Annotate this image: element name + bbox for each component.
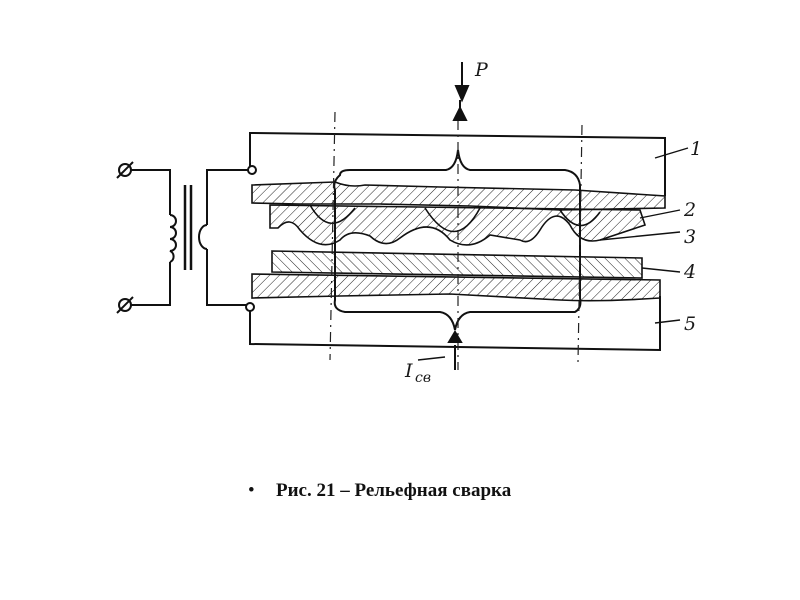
caption-bullet: • (248, 480, 255, 501)
lower-contact-layer (251, 273, 661, 302)
part-2-label: 2 (683, 199, 696, 221)
part-3-label: 3 (684, 226, 696, 248)
part-4-label: 4 (683, 261, 696, 283)
axis-lines (329, 111, 583, 370)
force-arrow (452, 62, 470, 121)
transformer (116, 161, 250, 314)
flat-sheet (271, 250, 643, 279)
caption-text: Рис. 21 – Рельефная сварка (276, 480, 512, 501)
current-label-subscript: св (415, 370, 431, 386)
current-arrow (447, 330, 463, 370)
part-leaders (599, 147, 689, 324)
current-label: I (404, 360, 413, 382)
part-1-label: 1 (690, 138, 702, 160)
figure-caption: • Рис. 21 – Рельефная сварка (248, 480, 511, 502)
force-label: P (474, 59, 489, 81)
current-leader (417, 356, 446, 361)
part-5-label: 5 (684, 313, 696, 335)
current-path (333, 149, 582, 331)
